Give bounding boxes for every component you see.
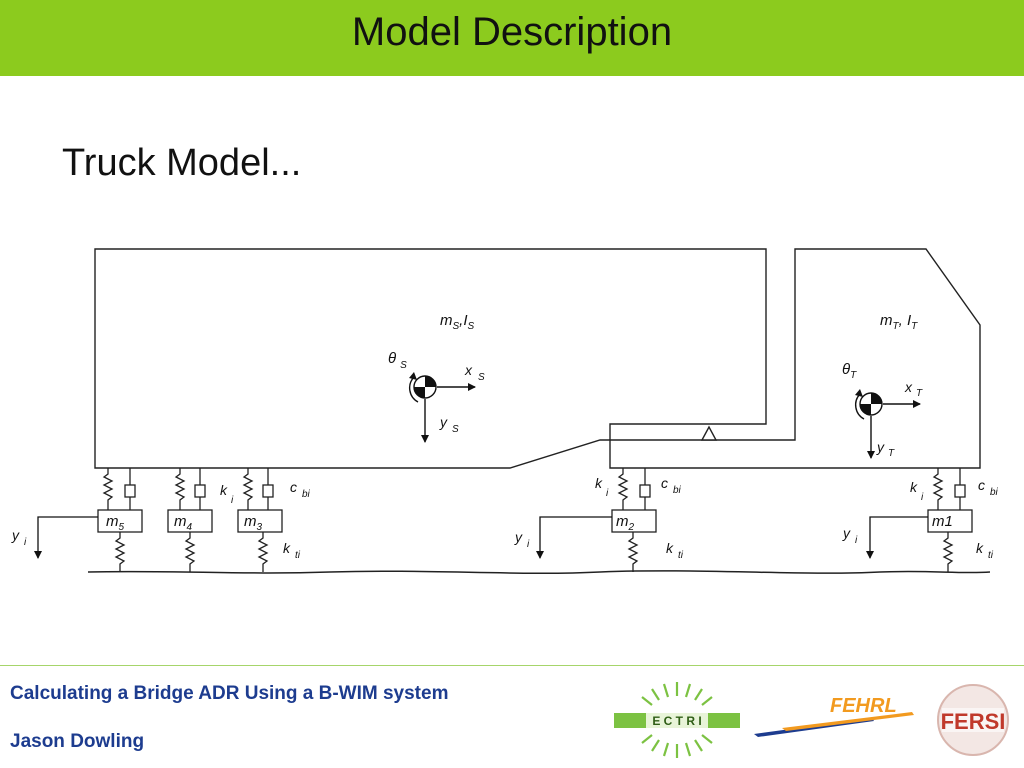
slide-subtitle: Truck Model... [62, 142, 302, 184]
footer-author: Jason Dowling [10, 731, 145, 752]
spring-k-label-m1: ki [910, 479, 924, 503]
axle-assembly-m5 [97, 468, 143, 572]
axle-label-m5: m5 [106, 513, 125, 533]
displacement-arrow-m2 [536, 516, 612, 559]
slide-title: Model Description [351, 10, 673, 54]
axle-label-m1: m1 [932, 513, 953, 530]
tractor-theta-label: θT [842, 361, 857, 381]
axle-assembly-m3 [237, 468, 283, 572]
tractor-cg-symbol [854, 389, 921, 459]
trailer-cg-symbol [408, 372, 476, 443]
tractor-mass-label: mT, IT [880, 312, 918, 332]
fifth-wheel [700, 425, 718, 441]
trailer-mass-label: mS,IS [440, 312, 475, 332]
axle-assembly-m1 [927, 468, 973, 572]
axle-assembly-m2 [611, 468, 657, 572]
displacement-arrow-m5 [34, 516, 98, 559]
road-profile [87, 570, 991, 575]
axle-label-m4: m4 [174, 513, 193, 533]
tractor-body [609, 248, 981, 469]
footer-title: Calculating a Bridge ADR Using a B-WIM s… [10, 683, 449, 704]
trailer-body [94, 248, 767, 469]
spring-k-label-m2: ki [595, 475, 609, 499]
ectri-logo-text: E C T R I [652, 714, 701, 728]
fersi-logo: FERSI [937, 684, 1009, 756]
spring-k-label-m3: ki [220, 482, 234, 506]
fersi-logo-text: FERSI [941, 709, 1006, 734]
axle-label-m2: m2 [616, 513, 635, 533]
axle-assembly-m4 [167, 468, 213, 572]
axle-label-m3: m3 [244, 513, 263, 533]
fehrl-logo: FEHRL [754, 695, 914, 737]
header-bar: Model Description [0, 0, 1024, 76]
footer-divider [0, 665, 1024, 666]
ectri-logo: E C T R I [614, 682, 740, 758]
fehrl-logo-text: FEHRL [830, 695, 897, 717]
displacement-arrow-m1 [866, 516, 928, 559]
